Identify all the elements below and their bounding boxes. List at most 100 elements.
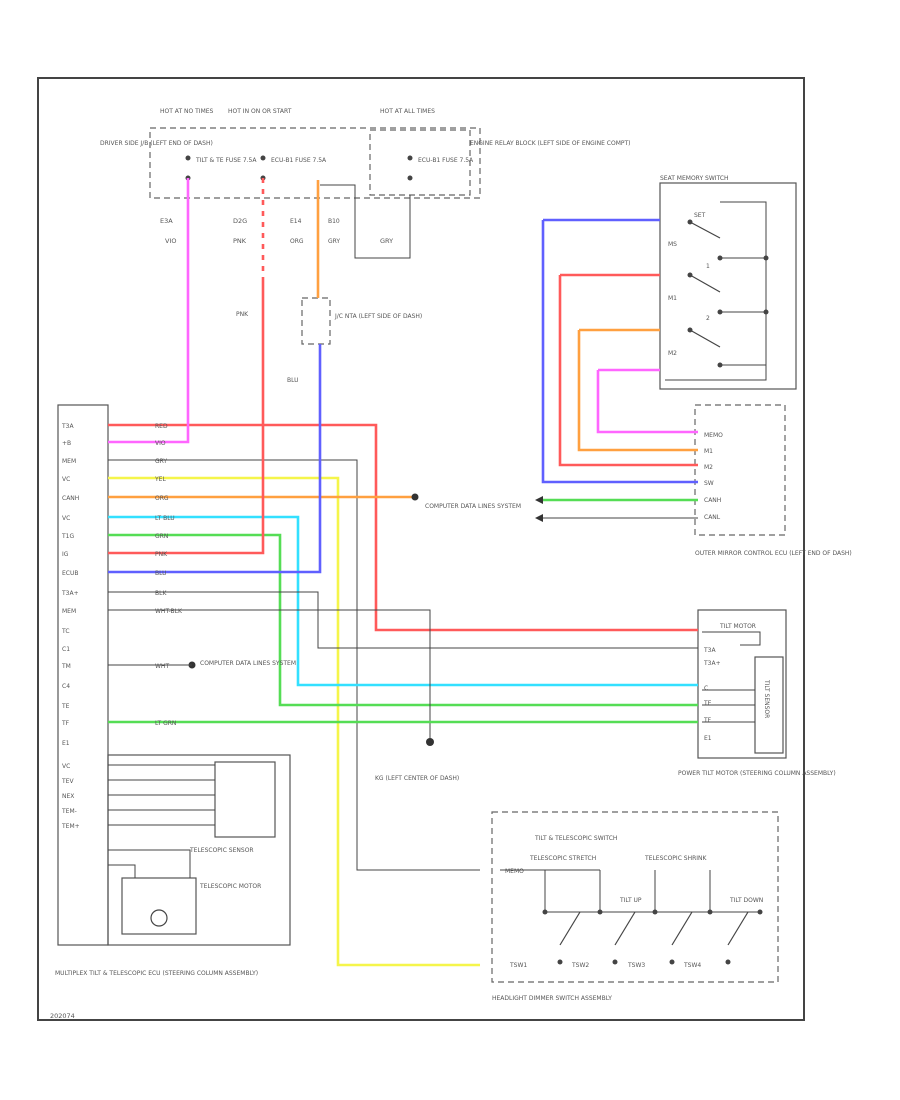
memory-2-label: 2: [706, 315, 710, 322]
ecu-pin-label: IG: [62, 551, 69, 558]
multiplex-ecu-label: MULTIPLEX TILT & TELESCOPIC ECU (STEERIN…: [55, 970, 258, 977]
mirror-ecu-box: [694, 404, 786, 536]
memory-set-label: SET: [694, 212, 706, 219]
switch-label-tsw4: TSW4: [683, 962, 701, 969]
switch-contacts: TELESCOPIC STRETCH TELESCOPIC SHRINK TIL…: [500, 855, 763, 969]
blue-wire: [108, 344, 322, 574]
wire-label-blu: BLU: [155, 570, 167, 577]
ecu-pin-label: C1: [62, 646, 70, 653]
engine-jb-label: ENGINE RELAY BLOCK (LEFT SIDE OF ENGINE …: [470, 140, 631, 147]
ecu-pin-label: MEM: [62, 458, 76, 465]
mirror-pink-wire: [596, 370, 698, 434]
ecu-pin-label: +B: [62, 440, 71, 447]
tilt-tele-switch-box: [491, 811, 779, 983]
footer-id: 202074: [50, 1012, 75, 1020]
mirror-pin-sw: SW: [704, 480, 714, 487]
memory-m2-label: M2: [668, 350, 677, 357]
fuse-1: TILT & TE FUSE 7.5A E3A VIO: [160, 155, 257, 245]
black-wire-1: [108, 591, 698, 649]
switch-label-shrink: TELESCOPIC SHRINK: [644, 855, 708, 862]
wire-label-group: RED VIO GRY YEL ORG LT BLU GRN PNK BLU B…: [154, 423, 183, 727]
driver-jb-label: DRIVER SIDE J/B (LEFT END OF DASH): [100, 140, 213, 147]
svg-text:GRY: GRY: [328, 238, 340, 245]
wire-label-ltblu: LT BLU: [155, 515, 175, 522]
ecu-pin-label: T3A: [61, 423, 74, 430]
ecu-pin-labels: T3A+BMEMVCCANHVCT1GIGECUBT3A+MEMTCC1TMC4…: [61, 423, 80, 830]
fuse-2-hot: HOT IN ON OR START: [228, 108, 292, 115]
ecu-pin-label-low: TEV: [61, 778, 74, 785]
computer-data-label-2: COMPUTER DATA LINES SYSTEM: [200, 660, 296, 667]
jc-connector: [301, 297, 331, 345]
data-line-dot-2: [411, 493, 419, 501]
motor-pin-5: TF: [703, 717, 712, 724]
ecu-pin-label: ECUB: [62, 570, 79, 577]
wire-label-vio: VIO: [155, 440, 166, 447]
mirror-blue-wire: [541, 220, 698, 484]
wire-label-ltgrn: LT GRN: [155, 720, 176, 727]
wire-label-grn: GRN: [155, 533, 168, 540]
memory-m1-label: M1: [668, 295, 677, 302]
diagram-frame: [37, 77, 805, 1021]
motor-pin-3: C: [704, 685, 708, 692]
fuse-2: ECU-B1 FUSE 7.5A D2G PNK: [233, 155, 327, 245]
green-wire: [108, 533, 698, 707]
ecu-pin-label: MEM: [62, 608, 76, 615]
ecu-pin-label: TM: [61, 663, 71, 670]
mirror-pin-memo: MEMO: [704, 432, 723, 439]
ecu-pin-label: CANH: [62, 495, 79, 502]
telescopic-motor-box: [121, 877, 197, 935]
wire-label-red: RED: [155, 423, 168, 430]
motor-pins: T3A T3A+ C TE TF E1: [703, 647, 721, 742]
ecu-pin-label: TE: [61, 703, 70, 710]
memory-switch-box: [659, 182, 797, 390]
switch-label-memo: MEMO: [505, 868, 524, 875]
tilt-tele-switch-label: TILT & TELESCOPIC SWITCH: [534, 835, 617, 842]
memory-switch-contacts: SET M1 M2 MS 1 2: [665, 201, 769, 381]
fuse-3-hot: HOT AT ALL TIMES: [380, 108, 435, 115]
mirror-pin-canl: CANL: [704, 514, 721, 521]
fuse-3: ECU-B1 FUSE 7.5A GRY: [380, 155, 474, 245]
motor-pin-1: T3A: [703, 647, 716, 654]
ecu-pin-label: VC: [62, 515, 70, 522]
engine-relay-box: [369, 129, 471, 196]
switch-label-tsw1: TSW1: [509, 962, 527, 969]
cyan-wire: [108, 515, 698, 687]
mirror-ecu-pins: MEMO M1 M2 SW CANH CANL: [704, 432, 723, 521]
black-wire-2: [108, 609, 431, 740]
fuse-3-color: GRY: [380, 237, 393, 245]
memory-ms-label: MS: [668, 241, 677, 248]
memory-switch-label: SEAT MEMORY SWITCH: [660, 175, 729, 182]
mirror-red-wire: [558, 275, 698, 467]
tilt-sensor-label: TILT SENSOR: [763, 679, 770, 718]
svg-text:BLU: BLU: [287, 377, 299, 384]
wire-label-whtblk: WHT-BLK: [155, 608, 183, 615]
svg-text:E14: E14: [290, 218, 302, 225]
switch-label-tsw2: TSW2: [571, 962, 589, 969]
red-wire: [108, 423, 698, 632]
mirror-pin-m2: M2: [704, 464, 713, 471]
telescopic-motor-symbol: [150, 909, 168, 927]
ecu-pin-label: E1: [62, 740, 70, 747]
violet-wire: [108, 178, 190, 444]
ecu-pin-label-low: TEM-: [61, 808, 77, 815]
mirror-ecu-label: OUTER MIRROR CONTROL ECU (LEFT END OF DA…: [695, 550, 852, 557]
power-tilt-motor-label: POWER TILT MOTOR (STEERING COLUMN ASSEMB…: [678, 770, 836, 777]
wire-label-wht: WHT: [155, 663, 169, 670]
ecu-pin-label-low: VC: [62, 763, 70, 770]
wire-label-org: ORG: [155, 495, 169, 502]
fuse-1-color: VIO: [165, 237, 176, 245]
mirror-pin-m1: M1: [704, 448, 713, 455]
ecu-pin-label: C4: [62, 683, 70, 690]
fuse-1-name: TILT & TE FUSE 7.5A: [195, 157, 257, 164]
ground-label: KG (LEFT CENTER OF DASH): [375, 775, 459, 782]
ecu-pin-label: T3A+: [61, 590, 79, 597]
switch-label-stretch: TELESCOPIC STRETCH: [529, 855, 596, 862]
headlight-dimmer-label: HEADLIGHT DIMMER SWITCH ASSEMBLY: [492, 995, 612, 1002]
ecu-pin-label-low: TEM+: [61, 823, 80, 830]
ecu-pin-label-low: NEX: [62, 793, 74, 800]
mirror-orange-wire: [577, 330, 698, 452]
telescopic-motor-label: TELESCOPIC MOTOR: [199, 883, 261, 890]
motor-pin-6: E1: [704, 735, 712, 742]
wire-label-yel: YEL: [154, 476, 166, 483]
memory-1-label: 1: [706, 263, 710, 270]
